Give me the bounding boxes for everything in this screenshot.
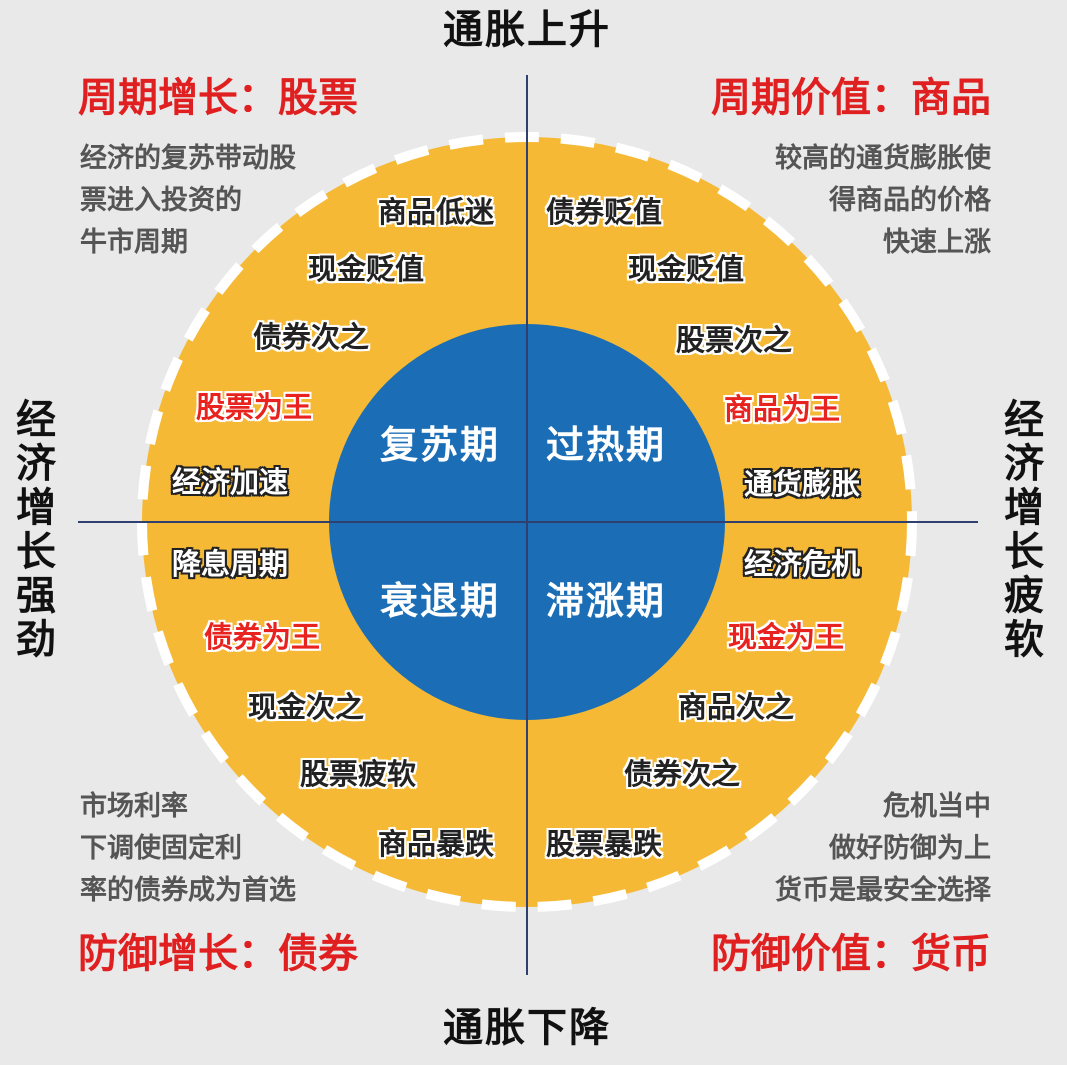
- phase-stagflation: 滞涨期: [546, 579, 667, 623]
- ring-item: 商品低迷: [378, 195, 495, 229]
- ring-item: 现金次之: [248, 690, 365, 724]
- ring-item-outlined: 通货膨胀: [744, 467, 861, 501]
- ring-item: 债券次之: [624, 757, 741, 791]
- title-bottom-right: 防御价值：货币: [711, 931, 991, 977]
- ring-item-highlight: 商品为王: [724, 392, 841, 426]
- ring-item: 现金贬值: [628, 252, 745, 286]
- desc-top-left: 经济的复苏带动股 票进入投资的 牛市周期: [80, 143, 296, 258]
- ring-item-outlined: 经济加速: [172, 465, 289, 499]
- desc-bottom-left: 市场利率 下调使固定利 率的债券成为首选: [80, 791, 296, 906]
- ring-item-highlight: 债券为王: [204, 620, 321, 654]
- title-top-right: 周期价值：商品: [711, 75, 991, 121]
- axis-right-label: 经济增长疲软: [997, 398, 1043, 662]
- ring-item: 股票次之: [676, 323, 793, 357]
- ring-item-outlined: 降息周期: [172, 547, 289, 581]
- ring-item: 债券贬值: [546, 195, 663, 229]
- desc-bottom-right: 危机当中 做好防御为上 货币是最安全选择: [775, 791, 991, 906]
- ring-item-highlight: 现金为王: [728, 620, 845, 654]
- ring-item: 股票暴跌: [546, 827, 663, 861]
- title-bottom-left: 防御增长：债券: [78, 931, 358, 977]
- phase-recovery: 复苏期: [380, 423, 501, 467]
- phase-recession: 衰退期: [380, 579, 501, 623]
- ring-item: 商品暴跌: [378, 827, 495, 861]
- ring-item: 商品次之: [678, 690, 795, 724]
- desc-top-right: 较高的通货膨胀使 得商品的价格 快速上涨: [775, 143, 991, 258]
- ring-item: 债券次之: [253, 320, 370, 354]
- axis-left-label: 经济增长强劲: [9, 398, 55, 662]
- ring-item: 股票疲软: [300, 757, 417, 791]
- ring-item: 现金贬值: [308, 252, 425, 286]
- ring-item-outlined: 经济危机: [744, 547, 861, 581]
- axis-top-label: 通胀上升: [443, 7, 611, 53]
- ring-item-highlight: 股票为王: [196, 390, 313, 424]
- phase-overheat: 过热期: [546, 423, 667, 467]
- title-top-left: 周期增长：股票: [78, 75, 358, 121]
- axis-bottom-label: 通胀下降: [443, 1005, 611, 1051]
